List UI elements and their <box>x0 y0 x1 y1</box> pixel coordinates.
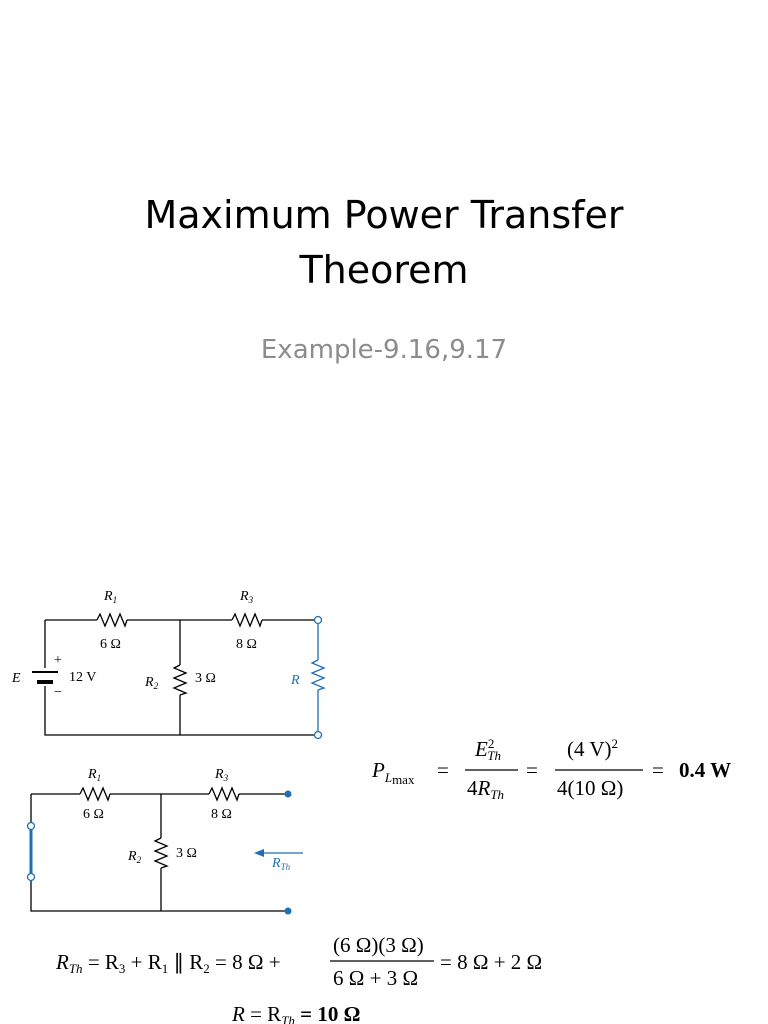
slide-subtitle: Example-9.16,9.17 <box>260 335 508 365</box>
r3-value-b: 8 Ω <box>211 807 232 822</box>
equals-2: = <box>526 758 538 782</box>
resistor-r2 <box>172 664 188 696</box>
slide-title: Maximum Power Transfer Theorem <box>0 188 768 298</box>
rth-label: RTh <box>271 856 291 872</box>
load-resistor <box>310 659 326 691</box>
minus-sign: − <box>54 685 62 700</box>
plus-sign: + <box>54 653 62 668</box>
rth-equation-left: RTh = R3 + R1 ∥ R2 = 8 Ω + <box>55 950 281 976</box>
r1-label-b: R1 <box>87 767 101 783</box>
frac1-denominator: 4RTh <box>467 776 504 802</box>
rth-frac-numerator: (6 Ω)(3 Ω) <box>333 933 424 957</box>
r1-value: 6 Ω <box>100 637 121 652</box>
r2-label: R2 <box>144 675 159 691</box>
resistor-r3-b <box>208 786 240 802</box>
rth-equation-tail: = 8 Ω + 2 Ω <box>440 950 542 974</box>
r1-value-b: 6 Ω <box>83 807 104 822</box>
resistor-r2-b <box>153 837 169 869</box>
r-final-equation: R = RTh = 10 Ω <box>231 1002 360 1024</box>
source-label: E <box>11 671 21 686</box>
r1-label: R1 <box>103 589 117 605</box>
frac2-numerator: (4 V)2 <box>567 736 618 761</box>
frac2-denominator: 4(10 Ω) <box>557 776 623 800</box>
r2-label-b: R2 <box>127 849 142 865</box>
terminal-top <box>313 615 323 625</box>
title-line-1: Maximum Power Transfer <box>144 193 624 237</box>
title-line-2: Theorem <box>299 248 469 292</box>
equals-3: = <box>652 758 664 782</box>
arrow-head-icon <box>254 849 264 857</box>
terminal-bottom <box>313 730 323 740</box>
resistor-r1-b <box>79 786 111 802</box>
terminal-top-b <box>284 790 292 798</box>
r2-value: 3 Ω <box>195 671 216 686</box>
pl-symbol: PLmax <box>371 758 415 787</box>
r3-value: 8 Ω <box>236 637 257 652</box>
resistor-r3 <box>231 612 263 628</box>
r3-label: R3 <box>239 589 254 605</box>
r2-value-b: 3 Ω <box>176 846 197 861</box>
power-result: 0.4 W <box>679 758 731 782</box>
terminal-bottom-b <box>284 907 292 915</box>
load-label: R <box>290 673 300 688</box>
equals-1: = <box>437 758 449 782</box>
source-value: 12 V <box>69 670 96 685</box>
rth-frac-denominator: 6 Ω + 3 Ω <box>333 966 418 990</box>
resistor-r1 <box>96 612 128 628</box>
r3-label-b: R3 <box>214 767 229 783</box>
